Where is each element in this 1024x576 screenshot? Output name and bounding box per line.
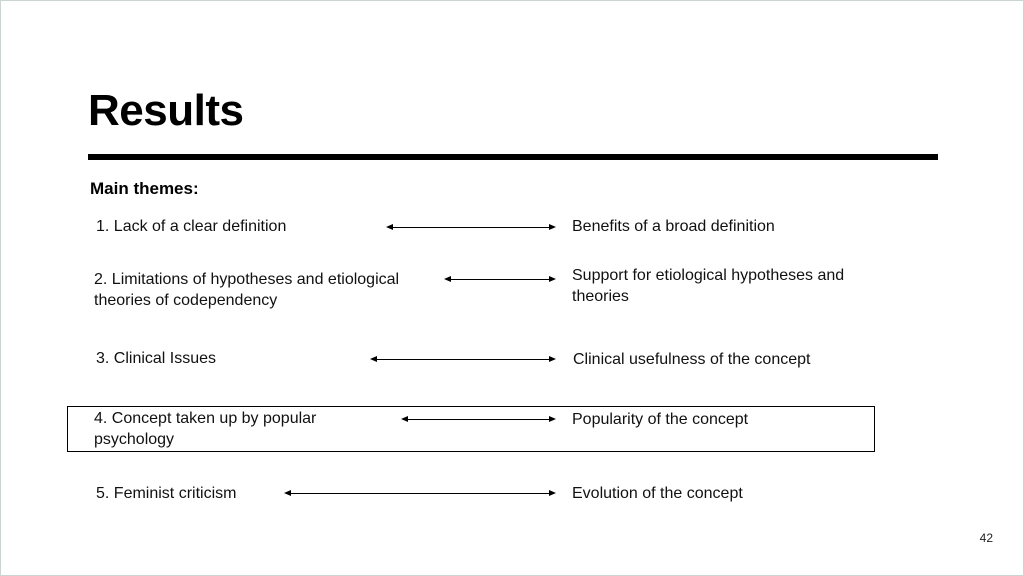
theme-4-double-arrow-icon [401, 416, 556, 422]
theme-4-challenge: 4. Concept taken up by popular psycholog… [94, 410, 317, 448]
title-underline-divider [88, 154, 938, 160]
theme-2-challenge: 2. Limitations of hypotheses and etiolog… [94, 271, 400, 309]
theme-4-highlight-box [67, 406, 875, 452]
main-themes-heading: Main themes: [90, 179, 199, 198]
page-number: 42 [979, 531, 993, 545]
theme-5-double-arrow-icon [284, 490, 556, 496]
theme-1-challenge: 1. Lack of a clear definition [96, 218, 287, 235]
theme-3-challenge: 3. Clinical Issues [96, 350, 217, 367]
theme-4-benefit: Popularity of the concept [572, 411, 749, 428]
theme-1-double-arrow-icon [386, 224, 556, 230]
theme-3-double-arrow-icon [370, 356, 556, 362]
theme-2-double-arrow-icon [444, 276, 556, 282]
theme-5-benefit: Evolution of the concept [572, 485, 743, 502]
theme-1-benefit: Benefits of a broad definition [572, 218, 775, 235]
theme-2-benefit: Support for etiological hypotheses and t… [572, 267, 845, 305]
theme-5-challenge: 5. Feminist criticism [96, 485, 237, 502]
theme-3-benefit: Clinical usefulness of the concept [573, 351, 811, 368]
slide-title: Results [88, 86, 244, 135]
